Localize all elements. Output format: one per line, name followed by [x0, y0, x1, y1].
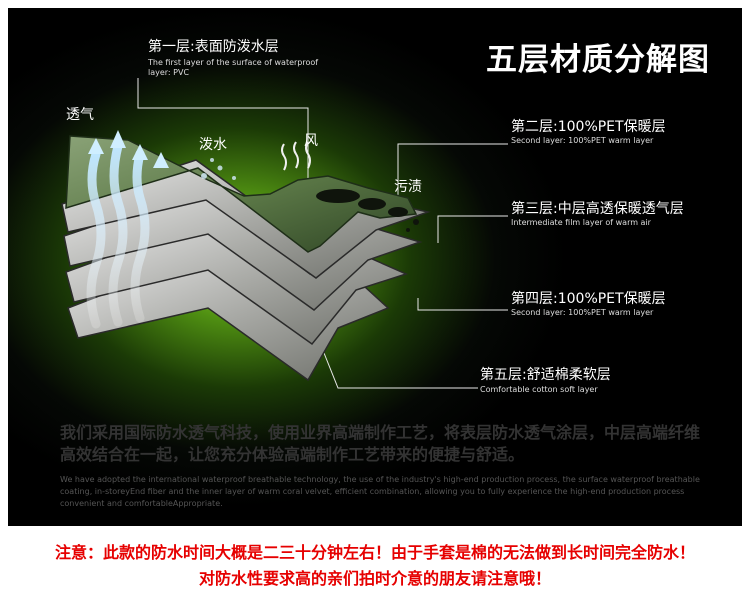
layer-5-title: 第五层:舒适棉柔软层: [480, 367, 611, 383]
leader-lines: [137, 78, 508, 389]
layer-4-title: 第四层:100%PET保暖层: [511, 291, 666, 307]
leader-line-1: [137, 78, 309, 208]
wind-icon: [281, 141, 311, 171]
diagram-panel: 五层材质分解图 第一层:表面防泼水层 The first layer of th…: [8, 8, 742, 526]
layer-3-title: 第三层:中层高透保暖透气层: [511, 201, 684, 217]
leader-line-4: [417, 298, 508, 311]
arrow-2: [108, 141, 128, 327]
description-en: We have adopted the international waterp…: [60, 475, 700, 508]
description-cn: 我们采用国际防水透气科技，使用业界高端制作工艺，将表层防水透气涂层，中层高端纤维…: [60, 423, 701, 464]
breathable-arrows: [86, 141, 150, 329]
layer-1-desc-line1: The first layer of the surface of waterp…: [148, 58, 319, 67]
label-stain: 污渍: [394, 179, 422, 195]
leader-line-3: [437, 215, 508, 243]
layer-5-desc: Comfortable cotton soft layer: [480, 385, 598, 394]
layer-1-title: 第一层:表面防泼水层: [148, 39, 279, 55]
label-splash: 泼水: [199, 137, 227, 153]
layer-2-title: 第二层:100%PET保暖层: [511, 119, 666, 135]
layer-3-desc: Intermediate film layer of warm air: [511, 218, 651, 227]
leader-line-2: [397, 143, 508, 218]
stain-marks: [316, 189, 419, 232]
layer-2-desc: Second layer: 100%PET warm layer: [511, 136, 654, 145]
leader-line-5: [317, 337, 478, 389]
layer-1-shape: [65, 135, 418, 253]
arrow-3: [130, 149, 150, 323]
label-wind: 风: [304, 133, 318, 149]
layer-illustration: [61, 78, 508, 389]
water-drops: [201, 158, 236, 180]
layer-4-desc: Second layer: 100%PET warm layer: [511, 308, 654, 317]
arrow-1: [86, 149, 106, 329]
page-title: 五层材质分解图: [486, 42, 710, 78]
label-breathable: 透气: [66, 107, 94, 123]
arrow-heads: [88, 130, 169, 168]
notice-line-2: 对防水性要求高的亲们拍时介意的朋友请注意哦！: [198, 569, 551, 588]
layer-1-desc-line2: layer: PVC: [148, 68, 190, 77]
notice-line-1: 注意：此款的防水时间大概是二三十分钟左右！由于手套是棉的无法做到长时间完全防水！: [54, 543, 695, 562]
